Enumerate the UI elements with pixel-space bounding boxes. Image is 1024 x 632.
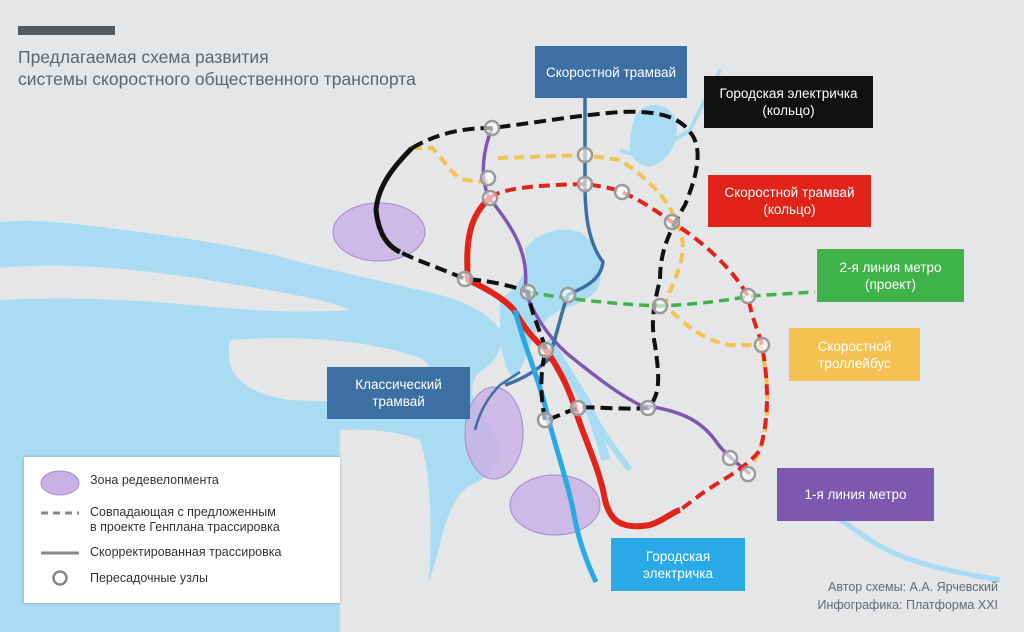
title-line-2: системы скоростного общественного трансп… (18, 69, 416, 89)
transfer-nodes (456, 119, 771, 483)
label-trolleybus: Скоростной троллейбус (789, 328, 920, 381)
dashed-line-icon (41, 511, 79, 515)
label-metro-line1: 1-я линия метро (777, 468, 934, 521)
title-line-1: Предлагаемая схема развития (18, 47, 269, 67)
label-speed-tram: Скоростной трамвай (535, 46, 687, 98)
credits-author: Автор схемы: А.А. Ярчевский (828, 580, 998, 594)
transfer-node (519, 283, 537, 301)
transfer-node (576, 175, 594, 193)
transfer-node (456, 270, 474, 288)
transfer-node (739, 465, 757, 483)
label-speed-tram-ring: Скоростной трамвай (кольцо) (708, 175, 871, 227)
transfer-node (739, 287, 757, 305)
transfer-node (576, 146, 594, 164)
credits-infographic: Инфографика: Платформа XXI (817, 598, 998, 612)
redevelopment-zone-south (509, 474, 601, 536)
legend-matching-line1: Совпадающая с предложенным (90, 505, 276, 519)
transfer-node (639, 399, 657, 417)
transfer-node (721, 449, 739, 467)
map-title: Предлагаемая схема развития системы скор… (18, 46, 416, 90)
transfer-node (613, 183, 631, 201)
transfer-node (569, 399, 587, 417)
solid-line-icon (41, 551, 79, 555)
transfer-node-icon (52, 570, 68, 586)
label-classic-tram: Классический трамвай (327, 367, 470, 419)
north-shore (0, 265, 350, 312)
trolleybus-north (412, 146, 489, 184)
city-train-line (512, 309, 599, 584)
classic-tram-line (473, 370, 521, 431)
label-metro-line2: 2-я линия метро (проект) (817, 249, 964, 302)
legend-transfer-text: Пересадочные узлы (90, 571, 208, 585)
transfer-node (559, 286, 577, 304)
label-city-train-ring: Городская электричка (кольцо) (704, 76, 873, 128)
transfer-node (651, 297, 669, 315)
south-land (340, 429, 431, 632)
river-south (587, 408, 633, 472)
transfer-node (479, 169, 497, 187)
transfer-node (481, 189, 499, 207)
speed-tram-ring (488, 181, 769, 512)
credits: Автор схемы: А.А. Ярчевский Инфографика:… (817, 578, 998, 614)
legend-corrected-text: Скорректированная трассировка (90, 545, 282, 559)
trolleybus-east (497, 152, 770, 475)
map-legend: Зона редевелопмента Совпадающая с предло… (24, 457, 340, 603)
river (544, 337, 611, 462)
legend-matching-line2: в проекте Генплана трассировка (90, 520, 280, 534)
redevelopment-zone-icon (40, 470, 80, 496)
north-lake (629, 105, 677, 167)
label-city-train: Городская электричка (611, 538, 745, 591)
legend-redevelopment-text: Зона редевелопмента (90, 473, 219, 487)
redevelopment-zone-center (464, 386, 524, 480)
transfer-node (537, 341, 555, 359)
transfer-node (483, 119, 501, 137)
transfer-node (536, 411, 554, 429)
city-train-ring-solid (373, 146, 414, 255)
title-accent-bar (18, 26, 115, 35)
transfer-node (663, 213, 681, 231)
transfer-node (753, 336, 771, 354)
